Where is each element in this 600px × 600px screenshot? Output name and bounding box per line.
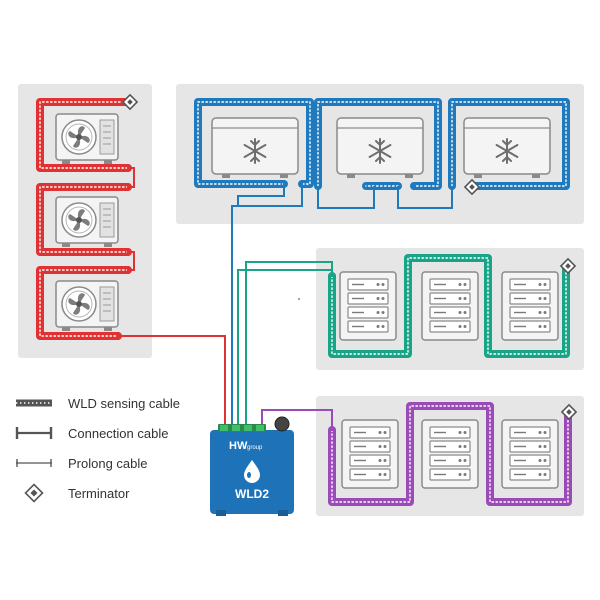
legend-label-terminator: Terminator — [68, 485, 130, 501]
freezer-3 — [463, 117, 551, 179]
legend: WLD sensing cable Connection cable Prolo… — [14, 388, 224, 508]
legend-label-connection: Connection cable — [68, 425, 169, 441]
connection-cable-red — [117, 164, 226, 430]
legend-label-sensing: WLD sensing cable — [68, 395, 180, 411]
terminator-diamond-icon — [24, 483, 44, 503]
wld2-labels: HW group WLD2 — [229, 440, 269, 501]
device-brand-sub: group — [247, 445, 263, 451]
server-bottom-3 — [501, 419, 559, 489]
ac-unit-2 — [55, 196, 119, 248]
freezer-2 — [336, 117, 424, 179]
legend-item-connection: Connection cable — [14, 418, 224, 448]
legend-item-sensing: WLD sensing cable — [14, 388, 224, 418]
server-bottom-2 — [421, 419, 479, 489]
device-brand: HW — [229, 440, 248, 452]
sensing-cable-blue — [194, 98, 570, 190]
connection-cable-blue — [231, 180, 453, 430]
freezer-1 — [211, 117, 299, 179]
sensing-cable-purple — [328, 402, 572, 506]
legend-item-terminator: Terminator — [14, 478, 224, 508]
server-top-2 — [421, 271, 479, 341]
prolong-cable-swatch — [16, 459, 52, 467]
wld2-device — [210, 416, 294, 516]
server-bottom-1 — [341, 419, 399, 489]
server-top-3 — [501, 271, 559, 341]
device-model: WLD2 — [235, 487, 269, 501]
sensing-cable-teal — [328, 254, 570, 358]
ac-unit-1 — [55, 113, 119, 165]
sensing-cable-red — [36, 98, 132, 340]
ac-unit-3 — [55, 280, 119, 332]
connection-cable-swatch — [15, 427, 53, 439]
connection-cable-purple — [261, 409, 336, 431]
legend-item-prolong: Prolong cable — [14, 448, 224, 478]
connection-cable-teal — [237, 261, 336, 430]
legend-label-prolong: Prolong cable — [68, 455, 148, 471]
server-top-1 — [339, 271, 397, 341]
sensing-cable-swatch — [16, 399, 52, 407]
